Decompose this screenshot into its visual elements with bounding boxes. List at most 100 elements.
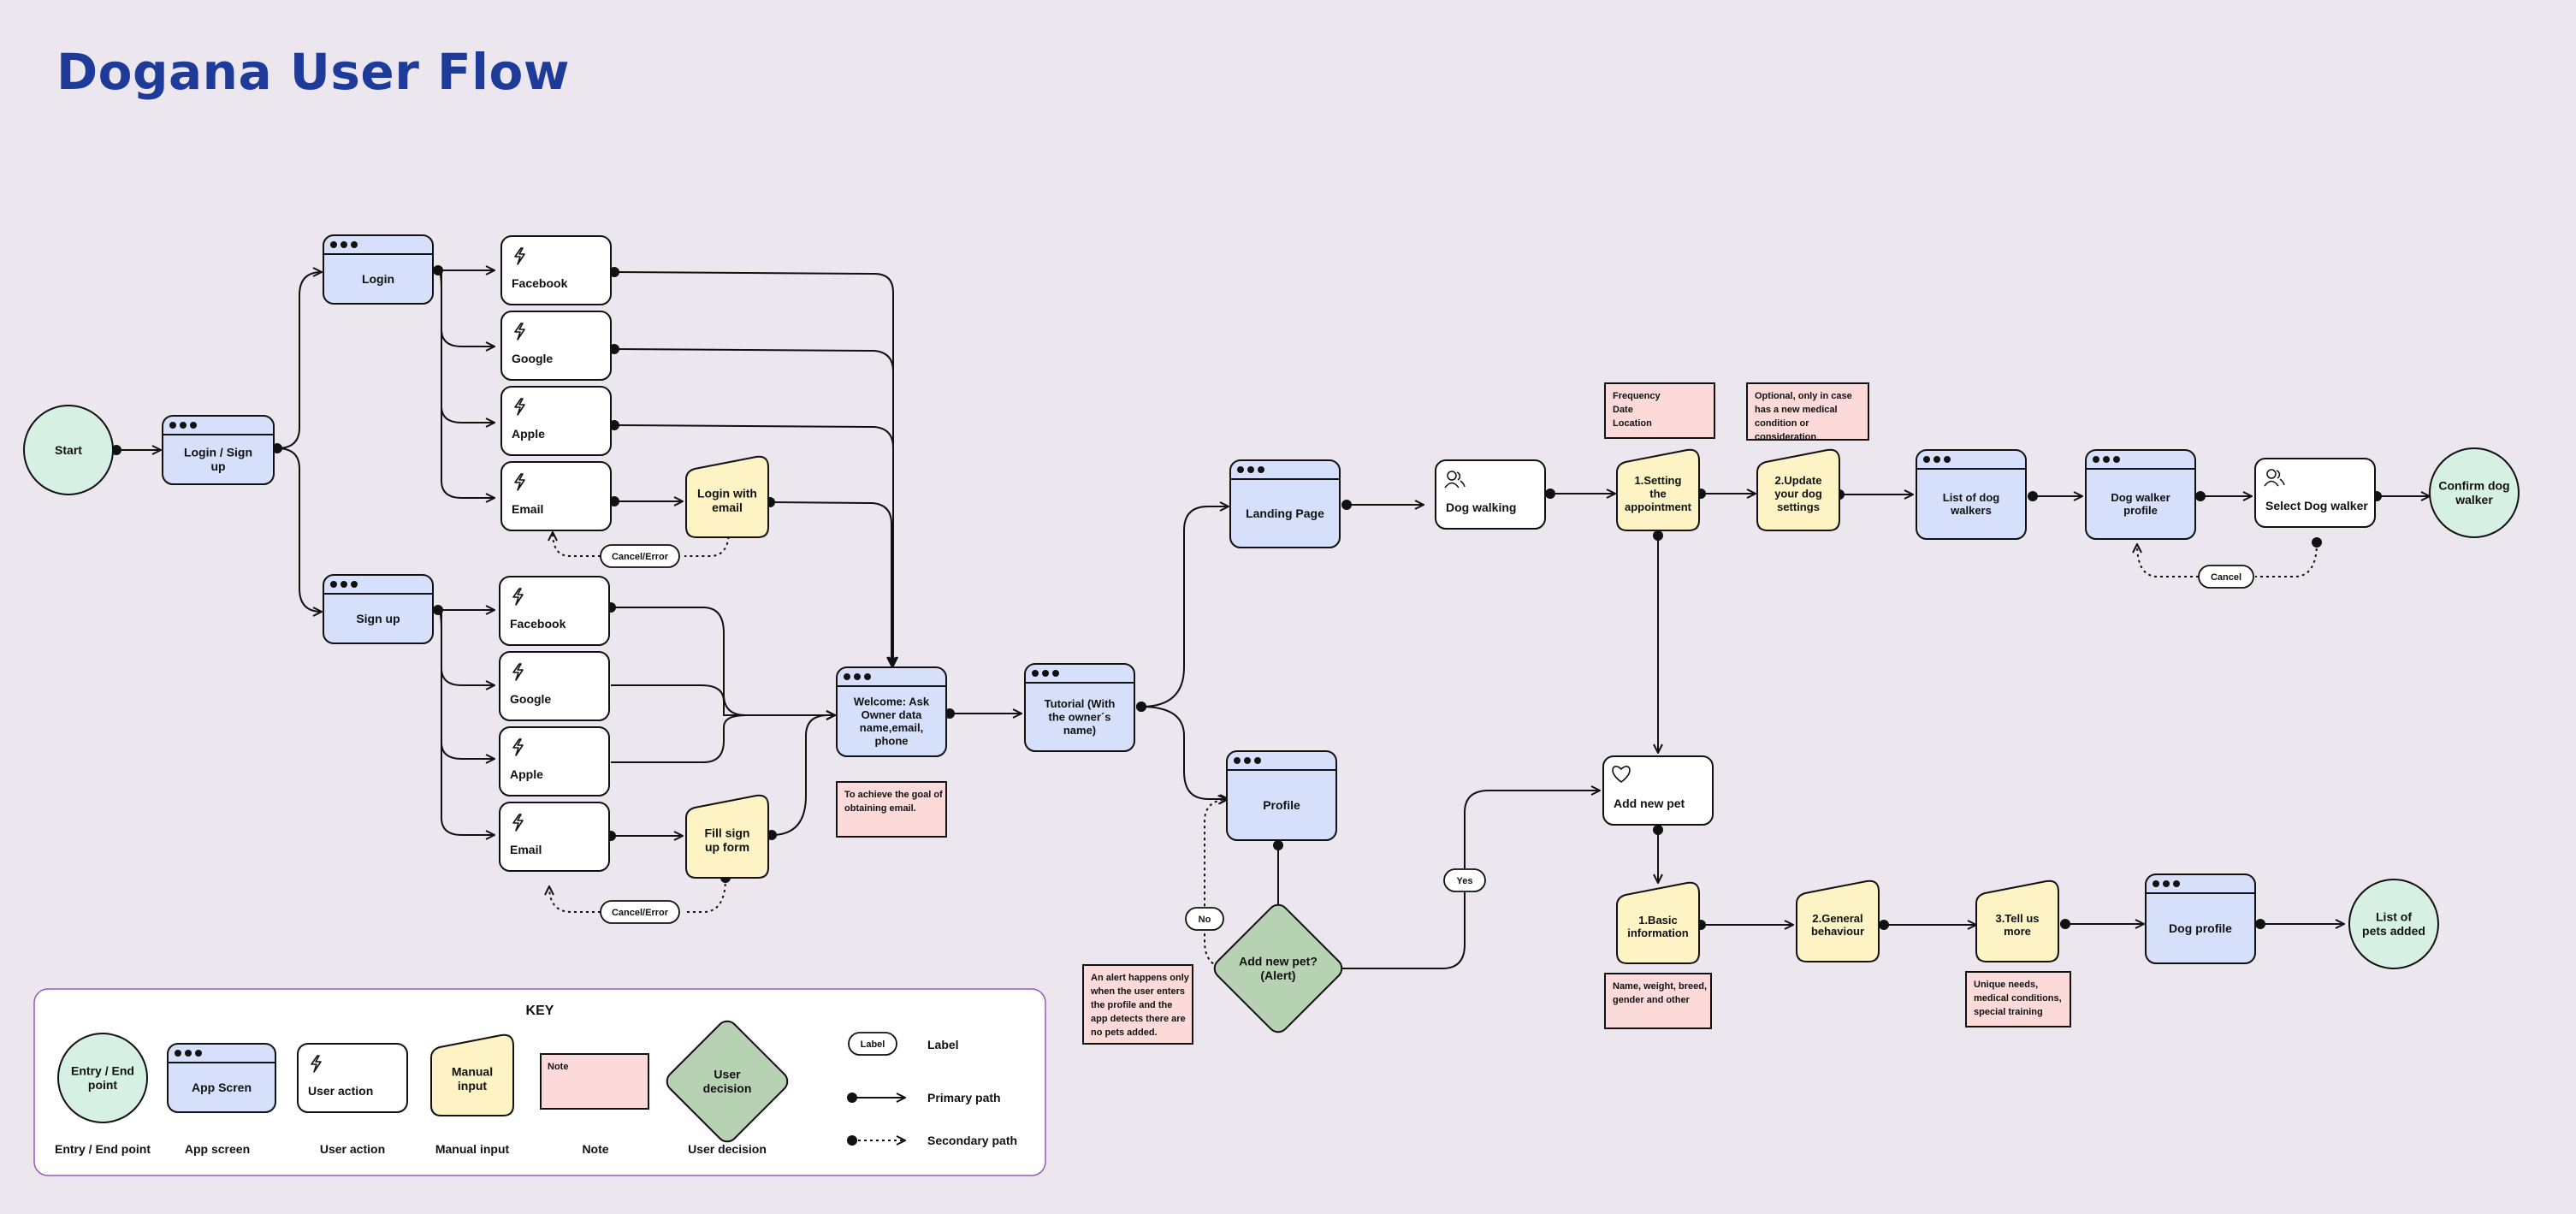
landing-page-screen[interactable]: Landing Page — [1229, 459, 1341, 548]
login-email-action[interactable]: Email — [500, 461, 612, 531]
key-app-screen-shape[interactable]: App Scren — [167, 1043, 276, 1113]
key-manual-input-caption: Manual input — [435, 1142, 510, 1156]
key-user-action-caption: User action — [320, 1142, 385, 1156]
connectors — [111, 265, 2430, 974]
add-new-pet-decision[interactable]: Add new pet?(Alert) — [1211, 901, 1346, 1036]
select-dog-walker-action[interactable]: Select Dog walker — [2254, 458, 2376, 528]
window-dots-icon — [169, 422, 197, 429]
edge-signup-cancel-b — [549, 886, 601, 913]
profile-screen[interactable]: Profile — [1226, 750, 1337, 841]
add-new-pet-decision-label: Add new pet?(Alert) — [1239, 955, 1318, 983]
cancel-walker-label: Cancel — [2198, 565, 2254, 589]
basic-info-note-text: Name, weight, breed,gender and other — [1613, 981, 1707, 1005]
signup-apple-action[interactable]: Apple — [499, 726, 610, 797]
edge-select-confirm — [2372, 491, 2430, 501]
lightning-icon — [514, 323, 525, 341]
window-dots-icon — [2153, 880, 2180, 887]
edge-signup-facebook-welcome — [606, 602, 835, 715]
lightning-icon — [512, 738, 524, 756]
cancel-error-signup-label-text: Cancel/Error — [612, 908, 669, 918]
yes-label-text: Yes — [1457, 876, 1473, 886]
key-note-shape: Note — [540, 1053, 649, 1110]
no-label-text: No — [1199, 915, 1211, 925]
signup-facebook-action[interactable]: Facebook — [499, 576, 610, 646]
signup-google-action-label: Google — [510, 692, 551, 706]
login-facebook-action-label: Facebook — [512, 276, 568, 290]
window-dots-icon — [330, 241, 358, 248]
lightning-icon — [512, 663, 524, 681]
key-primary-path-line — [847, 1093, 905, 1103]
tell-more-note: Unique needs,medical conditions,special … — [1965, 971, 2071, 1027]
key-decision-caption: User decision — [688, 1142, 767, 1156]
key-user-action-shape-label: User action — [308, 1084, 373, 1098]
login-apple-action-label: Apple — [512, 427, 545, 441]
login-apple-action[interactable]: Apple — [500, 386, 612, 456]
signup-facebook-action-label: Facebook — [510, 617, 566, 631]
signup-email-action[interactable]: Email — [499, 802, 610, 872]
cancel-walker-label-text: Cancel — [2211, 572, 2241, 583]
edge-signup-google — [437, 609, 494, 685]
login-screen-label: Login — [362, 272, 394, 286]
lightning-icon — [311, 1055, 322, 1073]
edge-addpet-basic — [1653, 825, 1663, 883]
edge-appointment-update — [1696, 489, 1756, 499]
login-google-action-label: Google — [512, 352, 553, 365]
key-app-screen-caption: App screen — [185, 1142, 250, 1156]
edge-tutorial-profile — [1136, 702, 1229, 799]
tell-more-note-text: Unique needs,medical conditions,special … — [1974, 980, 2062, 1017]
signup-screen-label: Sign up — [356, 612, 400, 625]
signup-google-action[interactable]: Google — [499, 651, 610, 721]
add-new-pet-action[interactable]: Add new pet — [1602, 755, 1714, 826]
edge-to-signup — [276, 447, 322, 612]
window-dots-icon — [2093, 456, 2120, 463]
key-primary-path-text: Primary path — [927, 1091, 1001, 1104]
edge-form-welcome — [767, 715, 835, 840]
dog-profile-screen[interactable]: Dog profile — [2145, 873, 2256, 964]
basic-info-note: Name, weight, breed,gender and other — [1604, 973, 1712, 1029]
edge-walkerprofile-select — [2195, 491, 2252, 501]
key-user-action-shape[interactable]: User action — [297, 1043, 408, 1113]
signup-screen[interactable]: Sign up — [323, 574, 434, 644]
login-google-action[interactable]: Google — [500, 311, 612, 381]
people-icon — [2264, 469, 2285, 487]
dog-walking-action[interactable]: Dog walking — [1435, 459, 1546, 530]
start-node: Start — [23, 405, 114, 495]
start-node-label: Start — [55, 443, 82, 457]
key-label-text: Label — [927, 1038, 959, 1051]
edge-walker-cancel-b — [2137, 544, 2199, 577]
window-dots-icon — [1923, 456, 1951, 463]
key-secondary-path-text: Secondary path — [927, 1134, 1017, 1147]
edge-signup-apple-welcome — [611, 715, 835, 763]
key-label-pill: Label — [848, 1032, 897, 1056]
login-facebook-action[interactable]: Facebook — [500, 235, 612, 305]
login-screen[interactable]: Login — [323, 234, 434, 305]
